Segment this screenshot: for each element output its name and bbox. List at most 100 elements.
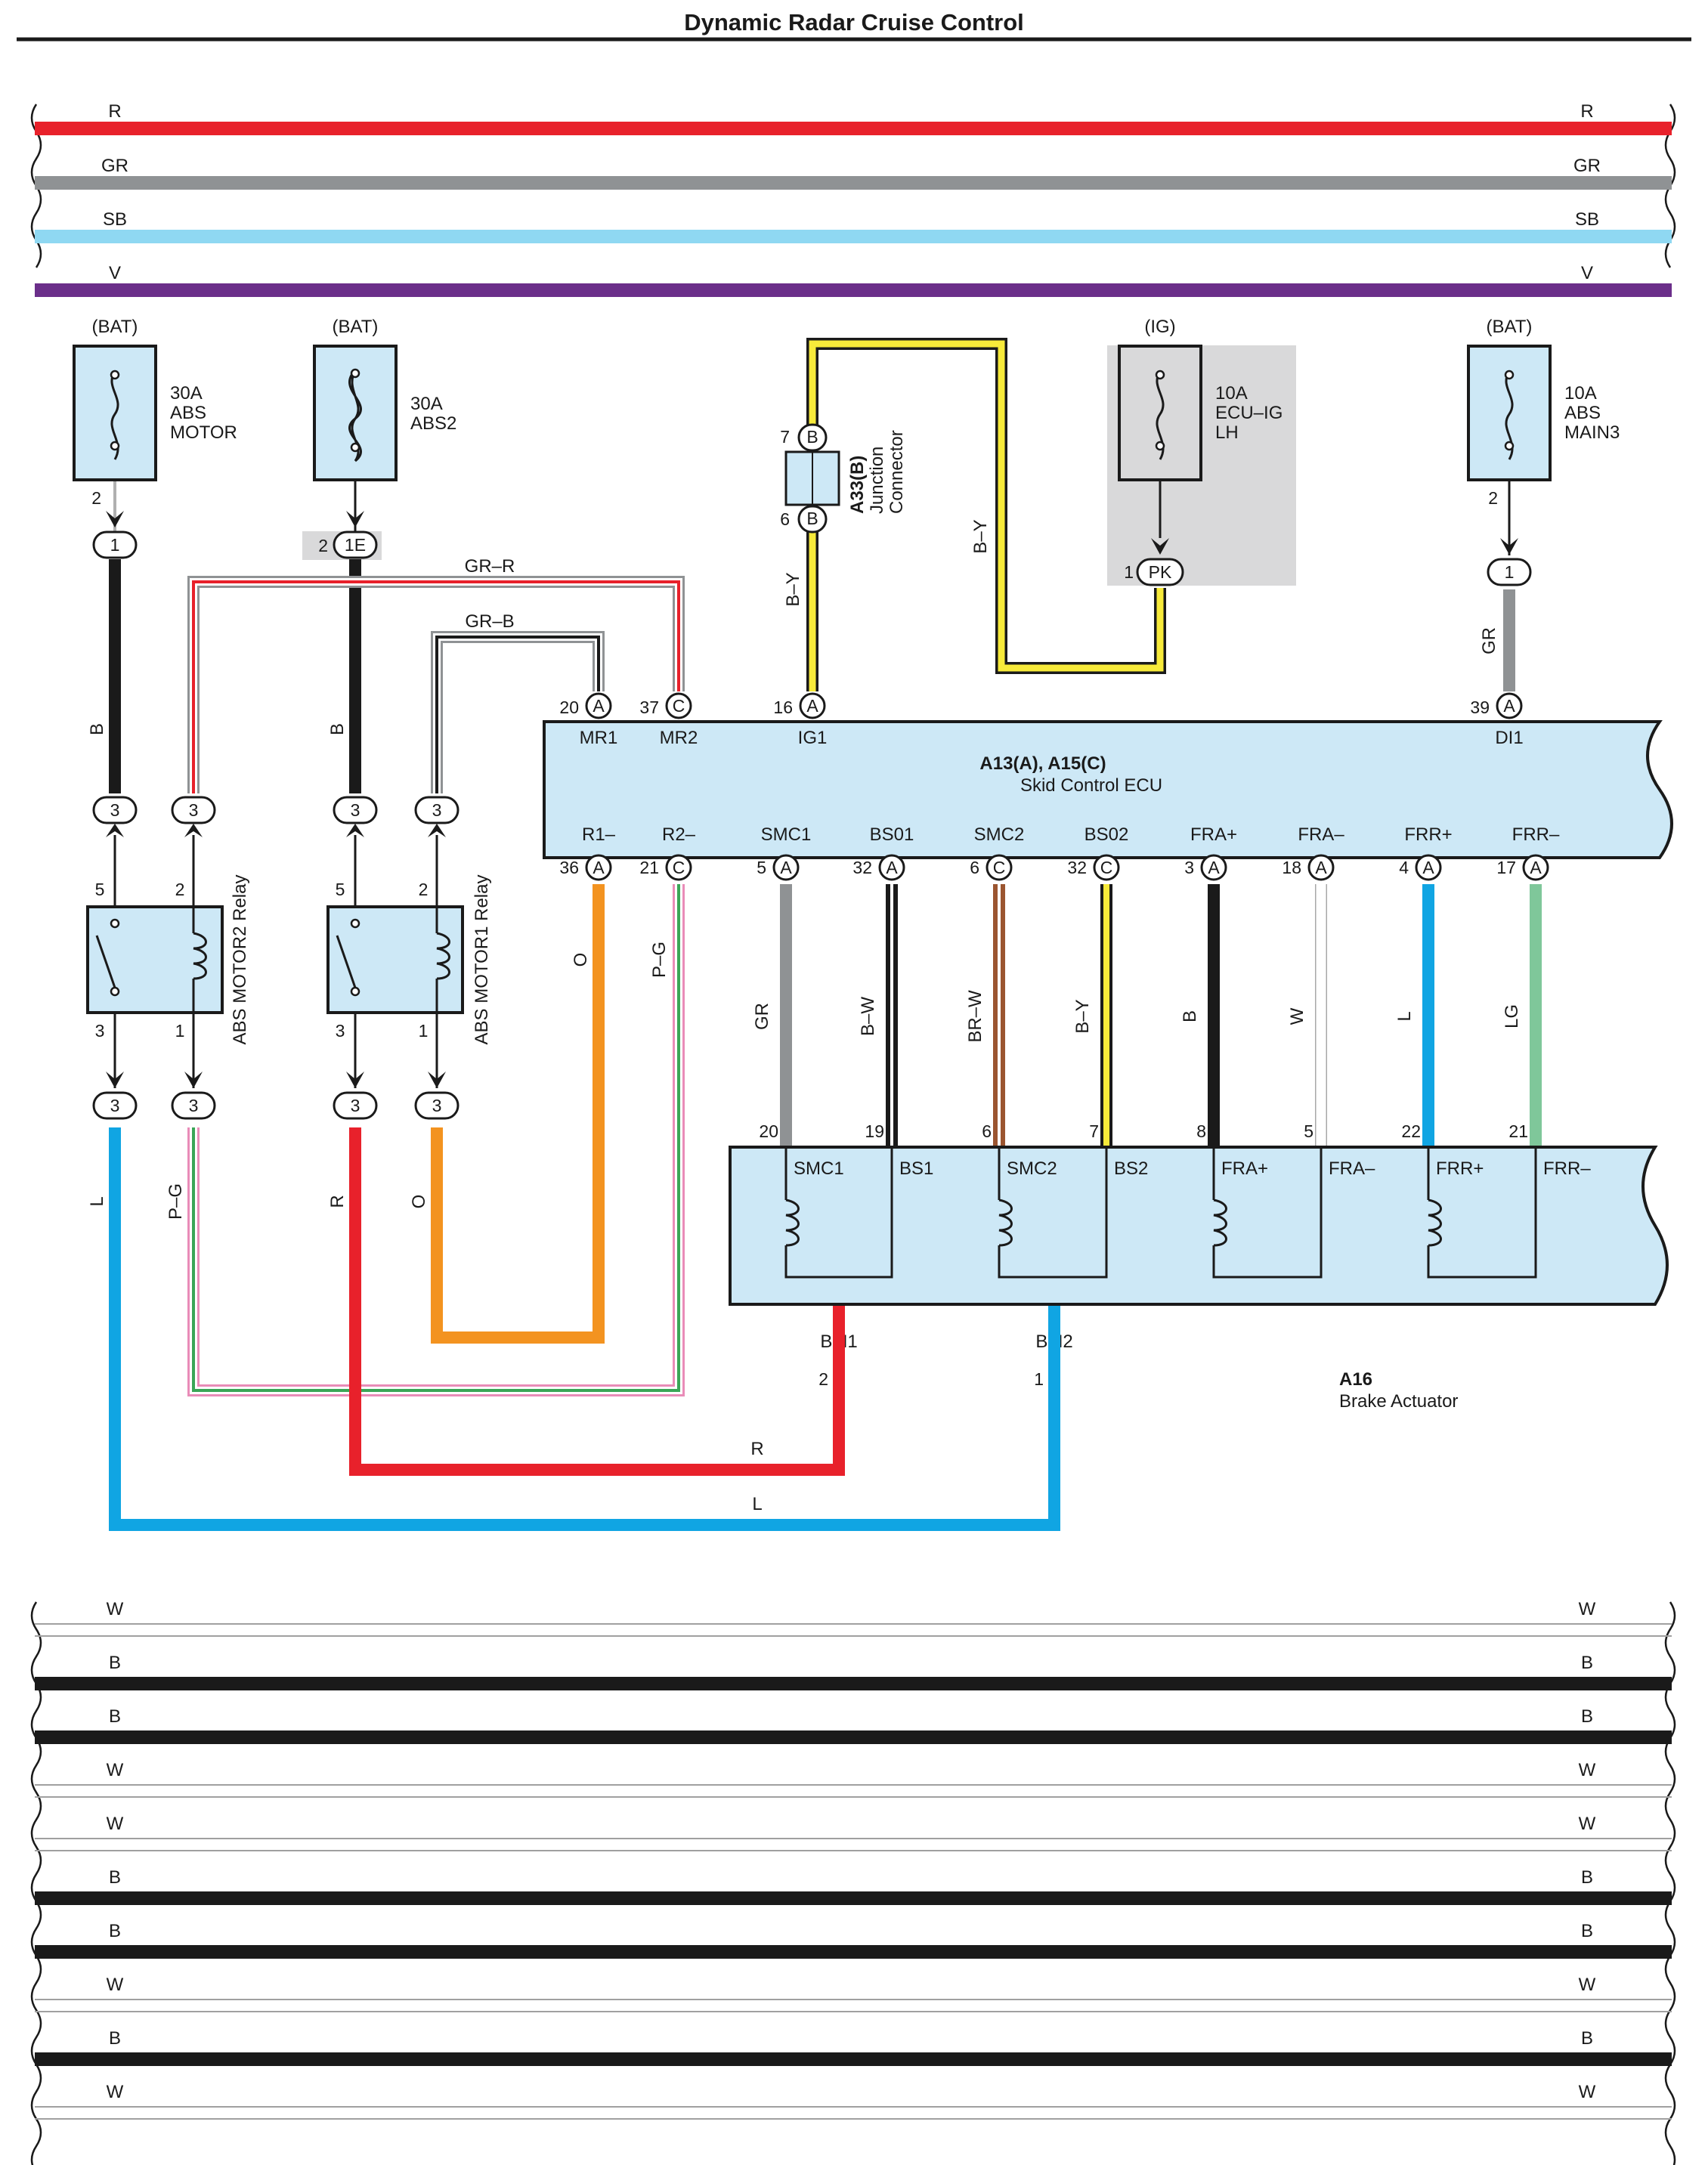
actuator-pin-number: 20 [759, 1121, 778, 1141]
ecu-box [543, 720, 1673, 859]
actuator-pin-number: 19 [865, 1121, 884, 1141]
solenoid-coil-icon [1428, 1198, 1442, 1247]
wire-gr-b-stripe [435, 636, 600, 793]
bus-wire-label-right: GR [1573, 156, 1601, 176]
connector-label: 3 [432, 1096, 442, 1115]
ecu-terminal-label: MR2 [660, 728, 698, 748]
solenoid-loop [784, 1147, 893, 1279]
ecu-connector-circle [1415, 854, 1442, 881]
ecu-connector-letter: A [780, 858, 792, 877]
bus-wire-label-right: W [1579, 1975, 1596, 1995]
ecu-connector-circle [1307, 854, 1335, 881]
bus-wire-label-left: V [109, 263, 121, 283]
pin-number: 2 [91, 488, 101, 508]
fuse-name-line1: ABS [170, 403, 206, 423]
ecu-description: Skid Control ECU [1020, 775, 1162, 796]
arrow-down-icon [428, 1072, 446, 1088]
wire-label: L [87, 1196, 107, 1206]
fuse-terminal [1504, 441, 1515, 451]
ecu-pin-number: 5 [757, 858, 766, 877]
connector-oval [797, 505, 828, 534]
wire-label: GR–R [465, 556, 515, 577]
ecu-connector-circle [986, 854, 1013, 881]
ecu-connector-letter: A [1422, 858, 1434, 877]
pin-number: 2 [1488, 488, 1498, 508]
bus-wire-label-right: B [1581, 1867, 1593, 1888]
fuse-abs2: (BAT) 30A ABS2 2 1E [313, 317, 456, 559]
fuse-name-line1: ECU–IG [1215, 403, 1283, 423]
bus-wire-label-left: B [109, 1921, 121, 1941]
ecu-terminal-label: FRR– [1512, 824, 1560, 845]
ecu-terminal-label: BS01 [870, 824, 914, 845]
actuator-terminal-label: FRA– [1329, 1158, 1375, 1179]
pin-number: 6 [780, 509, 790, 529]
bus-wire-label-right: B [1581, 2028, 1593, 2049]
bus-wire-label-left: B [109, 1706, 121, 1727]
relay-terminal [110, 918, 120, 929]
pin-number: 1 [419, 1021, 429, 1041]
wire-p-g-stripe [192, 884, 680, 1392]
connector-label: 3 [351, 1096, 360, 1115]
wire-label: GR [752, 1003, 772, 1030]
bus-wire-label-right: SB [1575, 209, 1599, 230]
bus-wire-label-right: B [1581, 1653, 1593, 1673]
fuse-source-label: (BAT) [92, 317, 138, 337]
arrow-down-icon [1500, 538, 1518, 555]
junction-name: A33(B) [847, 456, 868, 514]
ecu-connector-letter: A [1315, 858, 1327, 877]
bus-wire-label-right: W [1579, 1814, 1596, 1834]
actuator-solenoids: 20SMC119BS16SMC27BS28FRA+5FRA–22FRR+21FR… [759, 1121, 1591, 1279]
wire-label: GR [1479, 627, 1499, 654]
solenoid-loop [998, 1147, 1108, 1279]
pin-number: 2 [318, 536, 328, 555]
fuse-box [313, 345, 398, 481]
wire-label: GR–B [465, 611, 514, 632]
ecu-pin-number: 3 [1184, 858, 1194, 877]
pin-number: 2 [175, 880, 185, 899]
actuator-terminal-label: FRR+ [1436, 1158, 1484, 1179]
wire-label: B [1180, 1010, 1200, 1022]
relay-name: ABS MOTOR1 Relay [472, 875, 492, 1045]
wire-label: W [1287, 1007, 1307, 1025]
relay-abs-motor2: 3 3 5 2 3 1 3 3 ABS MOTOR2 Relay [86, 796, 250, 1120]
actuator-pin-number: 8 [1196, 1121, 1206, 1141]
connector-label: 3 [189, 800, 199, 820]
ecu-connector-circle [665, 854, 692, 881]
connector-oval [414, 1091, 459, 1120]
arrow-down-icon [346, 511, 364, 527]
solenoid-coil-icon [1213, 1198, 1227, 1247]
wire-label: P–G [166, 1183, 186, 1220]
relay-box [86, 905, 224, 1014]
fuse-terminal [1155, 441, 1165, 451]
fuse-source-label: (BAT) [1487, 317, 1533, 337]
fuse-terminal [1504, 370, 1515, 380]
wire-o [431, 884, 605, 1344]
bus-wire-label-right: R [1580, 101, 1593, 122]
wire-b-y-loop-inner [809, 340, 1164, 672]
fuse-name-line1: ABS2 [410, 413, 456, 434]
pin-number: 1 [175, 1021, 185, 1041]
connector-label: 3 [351, 800, 360, 820]
fuse-rating: 30A [410, 394, 443, 414]
ecu-terminal-label: R1– [582, 824, 616, 845]
actuator-terminal-label: FRA+ [1221, 1158, 1268, 1179]
actuator-pin-number: 21 [1508, 1121, 1528, 1141]
bus-wire-label-left: R [108, 101, 121, 122]
actuator-pin-number: 5 [1304, 1121, 1313, 1141]
ecu-terminal-label: FRR+ [1404, 824, 1452, 845]
bus-wire-label-left: SB [103, 209, 127, 230]
actuator-name: A16 [1339, 1369, 1372, 1390]
connector-label: B [806, 427, 818, 447]
ecu-connector-letter: A [1503, 696, 1515, 716]
bus-wire-label-left: B [109, 1653, 121, 1673]
fuse-terminal [350, 442, 360, 453]
arrow-down-icon [1151, 538, 1169, 555]
fuse-terminal [1155, 370, 1165, 380]
fuse-name-line2: MAIN3 [1564, 422, 1620, 443]
connector-oval [1487, 558, 1532, 586]
connector-oval [92, 530, 138, 559]
connector-oval [333, 796, 378, 824]
diagram-title: Dynamic Radar Cruise Control [684, 9, 1024, 36]
